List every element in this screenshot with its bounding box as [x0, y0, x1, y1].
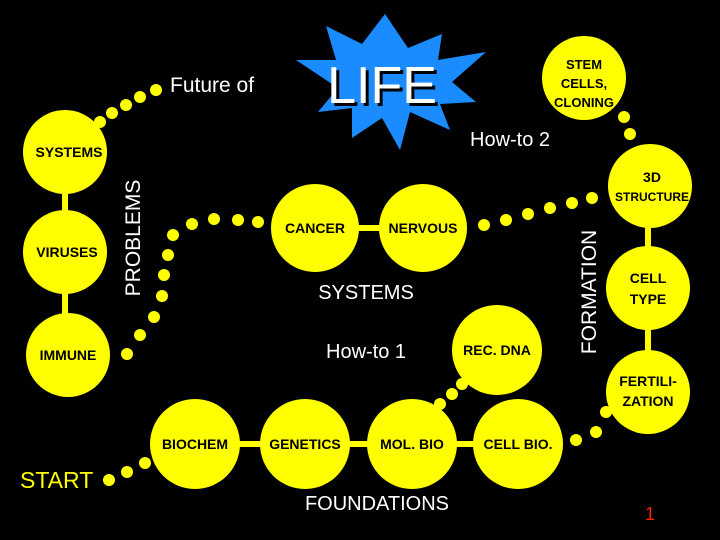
- path-dot-start-to-biochem-1: [121, 466, 133, 478]
- node-immune-circle: [26, 313, 110, 397]
- node-recdna-circle: [452, 305, 542, 395]
- path-dot-stem-cells-to-3d-structure-0: [618, 111, 630, 123]
- node-molbio-circle: [367, 399, 457, 489]
- node-genetics-circle: [260, 399, 350, 489]
- node-3d-structure-label-line2: STRUCTURE: [615, 190, 689, 204]
- node-cancer-label: CANCER: [285, 220, 345, 236]
- node-systems-label: SYSTEMS: [36, 144, 103, 160]
- node-cellbio: CELL BIO.: [473, 399, 563, 489]
- node-biochem-label: BIOCHEM: [162, 436, 228, 452]
- node-genetics: GENETICS: [260, 399, 350, 489]
- title-life-shadow: LIFE: [330, 60, 440, 118]
- node-stem-cells: STEM CELLS, CLONING: [542, 36, 626, 120]
- node-cellbio-circle: [473, 399, 563, 489]
- node-stem-cells-label-line3: CLONING: [554, 95, 614, 110]
- node-immune: IMMUNE: [26, 313, 110, 397]
- slide-number: 1: [645, 504, 655, 524]
- problems-label: PROBLEMS: [122, 180, 145, 297]
- node-3d-structure: 3D STRUCTURE: [608, 144, 692, 228]
- node-fertilization-circle: [606, 350, 690, 434]
- path-dot-molbio-to-recdna-1: [446, 388, 458, 400]
- title-prefix: Future of: [170, 74, 254, 97]
- node-nervous-circle: [379, 184, 467, 272]
- node-cancer: CANCER: [271, 184, 359, 272]
- systems-section-label: SYSTEMS: [318, 282, 414, 304]
- path-dot-systems-to-future-3: [134, 91, 146, 103]
- path-dot-nervous-to-3d-structure-2: [522, 208, 534, 220]
- path-dot-cellbio-to-fertilization-0: [570, 434, 582, 446]
- node-systems-circle: [23, 110, 107, 194]
- path-dot-immune-to-cancer-1: [134, 329, 146, 341]
- path-dot-immune-to-cancer-9: [232, 214, 244, 226]
- star-burst: [296, 14, 486, 150]
- node-stem-cells-circle: [542, 36, 626, 120]
- node-systems: SYSTEMS: [23, 110, 107, 194]
- node-cancer-circle: [271, 184, 359, 272]
- node-molbio: MOL. BIO: [367, 399, 457, 489]
- path-dot-systems-to-future-1: [106, 107, 118, 119]
- path-dot-immune-to-cancer-10: [252, 216, 264, 228]
- path-dot-immune-to-cancer-4: [158, 269, 170, 281]
- dotted-paths: [94, 84, 636, 486]
- path-dot-systems-to-future-2: [120, 99, 132, 111]
- howto2-label: How-to 2: [470, 129, 550, 151]
- path-dot-nervous-to-3d-structure-1: [500, 214, 512, 226]
- path-dot-systems-to-future-4: [150, 84, 162, 96]
- node-celltype: CELL TYPE: [606, 246, 690, 330]
- node-fertilization-label-line2: ZATION: [622, 393, 673, 409]
- path-dot-cellbio-to-fertilization-1: [590, 426, 602, 438]
- node-molbio-label: MOL. BIO: [380, 436, 444, 452]
- node-celltype-label-line1: CELL: [630, 270, 667, 286]
- start-label: START: [20, 467, 93, 493]
- howto1-label: How-to 1: [326, 341, 406, 363]
- title-life: LIFE: [327, 57, 437, 115]
- node-nervous-label: NERVOUS: [389, 220, 458, 236]
- node-recdna: REC. DNA: [452, 305, 542, 395]
- path-dot-start-to-biochem-2: [139, 457, 151, 469]
- node-celltype-circle: [606, 246, 690, 330]
- node-stem-cells-label-line1: STEM: [566, 57, 602, 72]
- node-nervous: NERVOUS: [379, 184, 467, 272]
- formation-label: FORMATION: [578, 230, 601, 354]
- node-genetics-label: GENETICS: [269, 436, 341, 452]
- node-viruses-label: VIRUSES: [36, 244, 97, 260]
- node-viruses: VIRUSES: [23, 210, 107, 294]
- node-immune-label: IMMUNE: [40, 347, 97, 363]
- node-celltype-label-line2: TYPE: [630, 291, 667, 307]
- path-dot-nervous-to-3d-structure-5: [586, 192, 598, 204]
- node-recdna-label: REC. DNA: [463, 342, 531, 358]
- path-dot-cellbio-to-fertilization-2: [600, 406, 612, 418]
- node-fertilization-label-line1: FERTILI-: [619, 373, 677, 389]
- path-dot-immune-to-cancer-7: [186, 218, 198, 230]
- node-3d-structure-label-line1: 3D: [643, 169, 661, 185]
- node-viruses-circle: [23, 210, 107, 294]
- foundations-label: FOUNDATIONS: [305, 493, 449, 515]
- path-dot-immune-to-cancer-3: [156, 290, 168, 302]
- node-cellbio-label: CELL BIO.: [484, 436, 553, 452]
- path-dot-immune-to-cancer-6: [167, 229, 179, 241]
- node-biochem-circle: [150, 399, 240, 489]
- path-dot-immune-to-cancer-2: [148, 311, 160, 323]
- path-dot-nervous-to-3d-structure-4: [566, 197, 578, 209]
- path-dot-immune-to-cancer-8: [208, 213, 220, 225]
- node-fertilization: FERTILI- ZATION: [606, 350, 690, 434]
- path-dot-start-to-biochem-0: [103, 474, 115, 486]
- node-stem-cells-label-line2: CELLS,: [561, 76, 607, 91]
- path-dot-nervous-to-3d-structure-3: [544, 202, 556, 214]
- path-dot-nervous-to-3d-structure-0: [478, 219, 490, 231]
- node-3d-structure-circle: [608, 144, 692, 228]
- path-dot-stem-cells-to-3d-structure-1: [624, 128, 636, 140]
- path-dot-immune-to-cancer-5: [162, 249, 174, 261]
- node-biochem: BIOCHEM: [150, 399, 240, 489]
- path-dot-immune-to-cancer-0: [121, 348, 133, 360]
